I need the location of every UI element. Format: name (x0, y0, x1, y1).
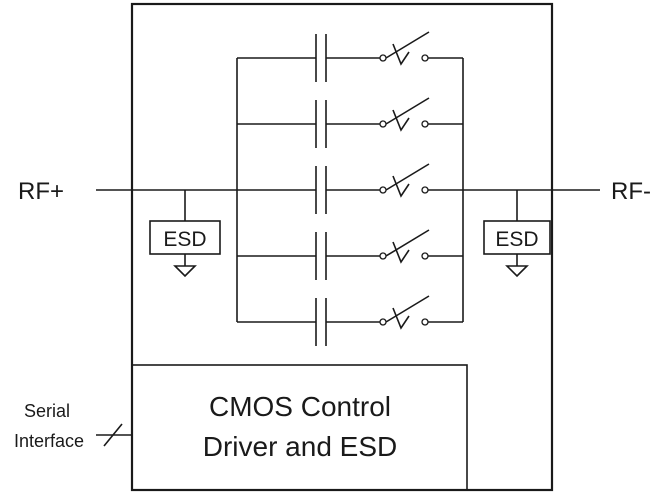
switch-actuator (392, 109, 410, 132)
switch-arm (385, 163, 430, 191)
switch-actuator (392, 175, 410, 198)
cmos-control-box (131, 364, 468, 491)
cmos-control-line2: Driver and ESD (203, 431, 398, 462)
switch-actuator (392, 241, 410, 264)
esd-right-label: ESD (495, 228, 538, 251)
capacitor-switch-bank (237, 31, 463, 346)
rf-plus-label: RF+ (18, 178, 64, 205)
esd-right: ESD (483, 190, 551, 278)
switch-contact (379, 120, 387, 128)
serial-label: Serial (24, 401, 70, 421)
interface-label: Interface (14, 431, 84, 451)
switch-arm (385, 97, 430, 125)
switch-arm (385, 229, 430, 257)
switch-contact (421, 120, 429, 128)
esd-left-label: ESD (163, 228, 206, 251)
switch-contact (379, 318, 387, 326)
switch-contact (421, 252, 429, 260)
switch-arm (385, 295, 430, 323)
ground-icon (505, 265, 529, 278)
switch-contact (379, 186, 387, 194)
ground-icon (173, 265, 197, 278)
switch-contact (379, 252, 387, 260)
cmos-control-line1: CMOS Control (209, 391, 391, 422)
switch-actuator (392, 43, 410, 66)
switch-contact (379, 54, 387, 62)
switch-contact (421, 318, 429, 326)
switch-arm (385, 31, 430, 59)
switch-contact (421, 186, 429, 194)
switch-actuator (392, 307, 410, 330)
rf-minus-label: RF- (611, 178, 651, 205)
esd-left: ESD (149, 190, 221, 278)
switch-contact (421, 54, 429, 62)
bus-slash-icon (103, 423, 123, 447)
